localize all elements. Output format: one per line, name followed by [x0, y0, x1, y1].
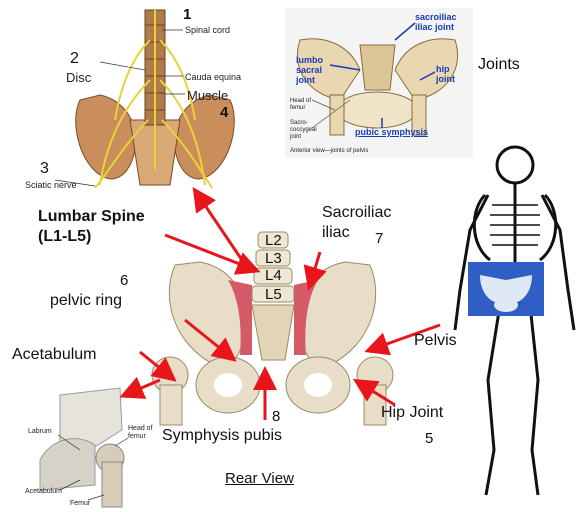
label-muscle: Muscle [187, 88, 228, 103]
arrow-acetabulum-inset [125, 380, 160, 395]
inset-label-head-of-femur: Head of femur [128, 425, 153, 441]
label-pelvic-ring: pelvic ring [50, 292, 122, 310]
skeleton-illustration [455, 147, 574, 495]
label-iliac: iliac [322, 224, 350, 242]
vertebra-l2: L2 [265, 232, 282, 249]
number-symphysis: 8 [272, 408, 280, 425]
label-pelvis: Pelvis [414, 332, 457, 350]
number-disc: 2 [70, 50, 79, 68]
label-hip-joint: Hip Joint [381, 404, 443, 422]
label-hip-joint-small: hip joint [436, 64, 455, 84]
vertebra-l3: L3 [265, 250, 282, 267]
joints-title: Joints [478, 56, 520, 74]
label-acetabulum: Acetabulum [12, 346, 97, 364]
label-sacroiliac-joint: sacroiliac iliac joint [415, 12, 457, 32]
label-symphysis-pubis: Symphysis pubis [162, 427, 282, 445]
label-lumbar-range: (L1-L5) [38, 228, 91, 246]
label-rear-view: Rear View [225, 470, 294, 487]
vertebra-l4: L4 [265, 267, 282, 284]
inset-label-femur: Femur [70, 500, 90, 507]
vertebra-l5: L5 [265, 286, 282, 303]
label-pubic-symphysis: pubic symphysis [355, 127, 428, 137]
pelvis-highlight-box [468, 262, 544, 316]
inset-label-labrum: Labrum [28, 428, 52, 435]
inset-label-acetabulum: Acetabulum [25, 488, 62, 495]
label-head-of-femur-small: Head of femur [290, 98, 311, 112]
number-muscle: 4 [220, 104, 228, 121]
number-sacroiliac: 7 [375, 230, 383, 247]
label-disc: Disc [66, 70, 91, 85]
number-spinal-cord: 1 [183, 6, 191, 23]
label-lumbar-spine: Lumbar Spine [38, 208, 145, 226]
label-spinal-cord: Spinal cord [185, 25, 230, 35]
label-sacrococcygeal: Sacro- coccygeal joint [290, 120, 317, 141]
label-cauda-equina: Cauda equina [185, 72, 241, 82]
arrow-lumbar-to-spine [196, 192, 250, 272]
number-pelvic-ring: 6 [120, 272, 128, 289]
number-sciatic: 3 [40, 160, 49, 178]
label-lumbosacral-joint: lumbo sacral joint [296, 55, 323, 85]
label-sacroiliac: Sacroiliac [322, 204, 391, 222]
number-hip-joint: 5 [425, 430, 433, 447]
label-sciatic-nerve: Sciatic nerve [25, 180, 77, 190]
joints-caption: Anterior view—joints of pelvis [290, 148, 368, 154]
